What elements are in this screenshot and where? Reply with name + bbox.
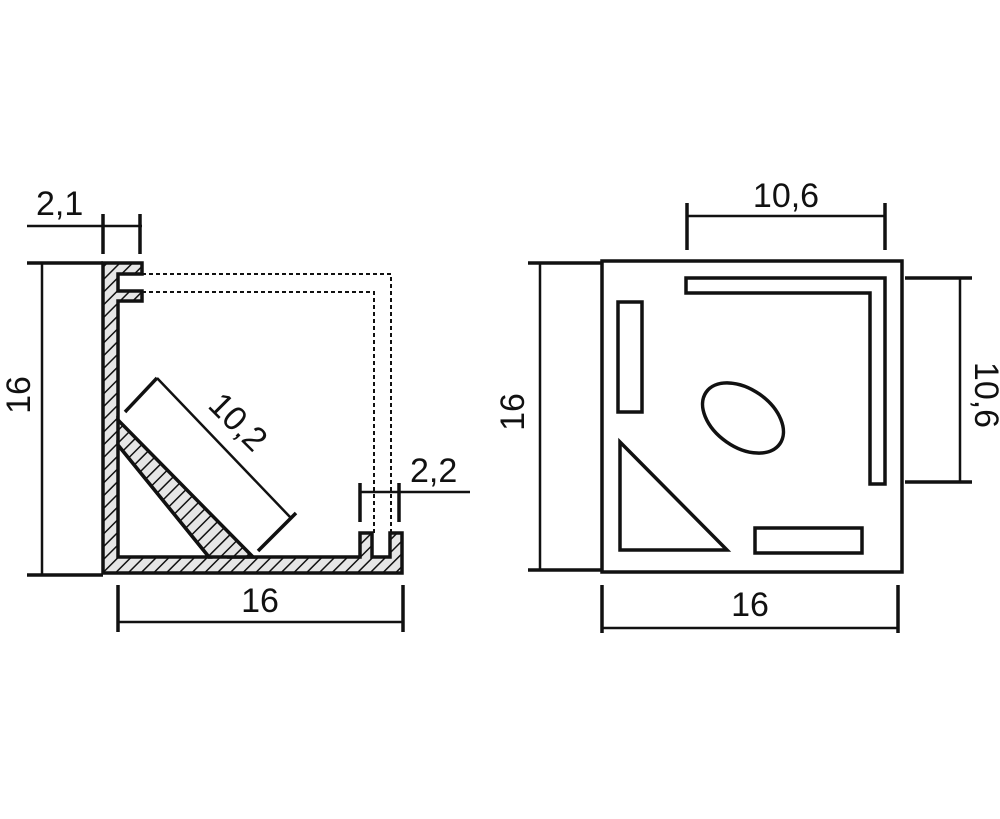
dim-label: 16 (494, 393, 532, 431)
dimension-right-height: 10,6 (905, 276, 1000, 484)
cover-outline-outer (142, 273, 392, 533)
dimension-cap-width: 16 (600, 585, 900, 633)
vertical-slot (616, 300, 644, 414)
dimension-lip-width: 2,1 (27, 185, 142, 254)
dimension-top-width: 10,6 (685, 177, 887, 250)
dim-label: 2,1 (36, 185, 83, 223)
l-shaped-slot (684, 276, 887, 486)
dimension-cap-height: 16 (494, 261, 602, 572)
dim-label: 16 (241, 582, 279, 620)
profile-section (101, 261, 404, 575)
dimension-left-height: 16 (0, 261, 103, 577)
dim-label: 10,6 (753, 177, 819, 215)
dim-label: 16 (731, 586, 769, 624)
dim-label: 2,2 (410, 452, 457, 490)
dimension-left-width: 16 (116, 582, 405, 632)
triangle-slot (618, 437, 732, 552)
dim-label: 10,6 (967, 362, 1000, 428)
dimension-slot-width: 2,2 (358, 452, 470, 522)
oval-hole (700, 381, 786, 455)
end-cap-outline (600, 259, 904, 574)
end-cap (600, 259, 904, 574)
dim-label: 10,2 (201, 385, 275, 459)
dim-label: 16 (0, 376, 38, 414)
cover-outline-inner (142, 291, 375, 533)
diagonal-diffuser-ledge (116, 415, 258, 559)
horizontal-slot (753, 526, 864, 555)
